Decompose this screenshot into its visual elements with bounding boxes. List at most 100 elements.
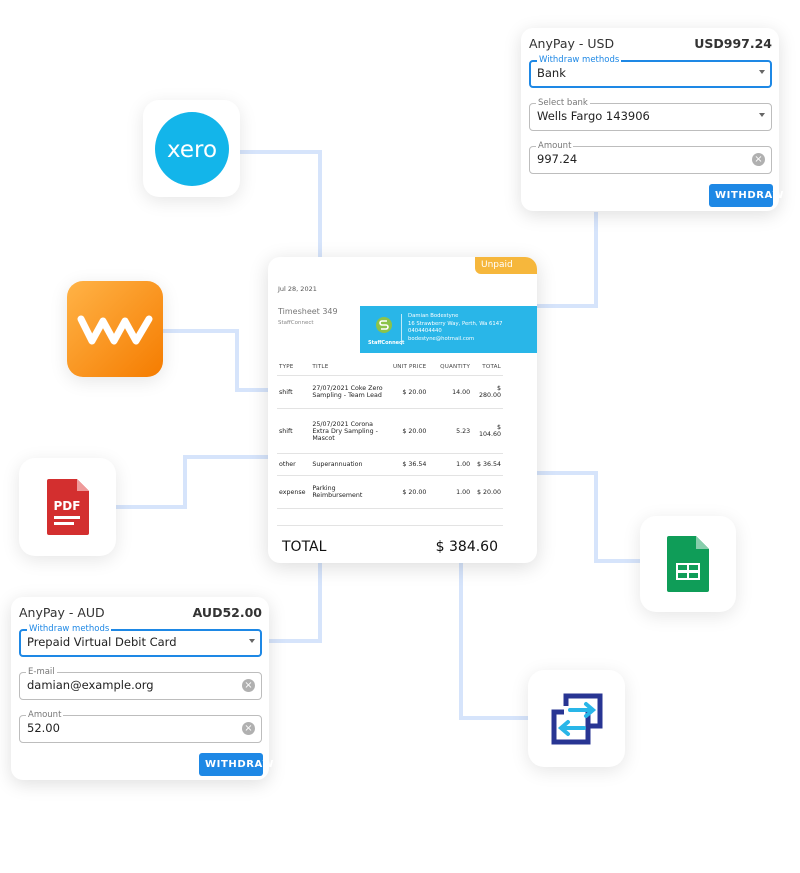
- aud-amount-label: Amount: [26, 709, 64, 721]
- sync-arrows-icon: [551, 693, 602, 744]
- address-line: 16 Strawberry Way, Perth, Wa 6147: [408, 320, 503, 327]
- cell-unit-price: $ 20.00: [388, 408, 429, 454]
- col-quantity: QUANTITY: [428, 358, 473, 376]
- timesheet-number: Timesheet 349: [278, 307, 338, 316]
- sheets-tile[interactable]: [640, 516, 736, 612]
- xero-logo-text: xero: [166, 137, 216, 163]
- chevron-down-icon: [249, 639, 255, 643]
- connector-wm: [163, 329, 270, 392]
- col-title: TITLE: [310, 358, 389, 376]
- connector-pdf: [116, 455, 270, 509]
- col-type: TYPE: [277, 358, 311, 376]
- cell-total: $ 36.54: [472, 453, 503, 476]
- cell-title: Superannuation: [310, 453, 389, 476]
- cell-title: Parking Reimbursement: [310, 475, 389, 509]
- status-badge: Unpaid: [475, 257, 537, 274]
- staffconnect-logo-icon: [376, 317, 392, 333]
- col-unit-price: UNIT PRICE: [388, 358, 429, 376]
- pdf-label: PDF: [53, 499, 80, 513]
- cell-unit-price: $ 20.00: [388, 375, 429, 409]
- aud-card-title: AnyPay - AUD: [19, 605, 105, 620]
- aud-email-field[interactable]: E-mail damian@example.org ×: [19, 666, 262, 700]
- invoice-card: Unpaid Jul 28, 2021 Timesheet 349 StaffC…: [268, 257, 537, 563]
- anypay-usd-card: AnyPay - USD USD997.24 Withdraw methods …: [521, 28, 783, 211]
- usd-withdraw-method-select[interactable]: Withdraw methods Bank: [529, 54, 772, 88]
- connector-aud: [263, 563, 322, 643]
- cell-title: 27/07/2021 Coke Zero Sampling - Team Lea…: [310, 375, 389, 409]
- aud-balance: AUD52.00: [192, 605, 262, 620]
- connector-sheets: [537, 471, 640, 563]
- usd-select-bank[interactable]: Select bank Wells Fargo 143906: [529, 97, 772, 131]
- cell-unit-price: $ 20.00: [388, 475, 429, 509]
- pdf-file-icon: PDF: [46, 479, 89, 535]
- cell-total: $ 20.00: [472, 475, 503, 509]
- cell-type: other: [277, 453, 311, 476]
- table-header-row: TYPE TITLE UNIT PRICE QUANTITY TOTAL: [277, 358, 503, 376]
- aud-withdraw-method-label: Withdraw methods: [27, 623, 112, 635]
- invoice-table: TYPE TITLE UNIT PRICE QUANTITY TOTAL shi…: [277, 358, 503, 509]
- cell-quantity: 5.23: [428, 408, 473, 454]
- usd-select-bank-value: Wells Fargo 143906: [537, 109, 650, 123]
- cell-type: shift: [277, 408, 311, 454]
- connector-usd: [537, 212, 598, 308]
- organisation-name: StaffConnect: [278, 320, 314, 326]
- usd-withdraw-button[interactable]: WITHDRAW: [709, 184, 783, 207]
- cell-total: $ 280.00: [472, 375, 503, 409]
- cell-quantity: 1.00: [428, 475, 473, 509]
- sync-tile[interactable]: [528, 670, 625, 767]
- chevron-down-icon: [759, 70, 765, 74]
- usd-amount-field[interactable]: Amount 997.24 ×: [529, 140, 772, 174]
- banner-divider: [401, 314, 402, 345]
- connector-sync: [459, 563, 528, 720]
- clear-icon[interactable]: ×: [242, 679, 255, 692]
- chevron-down-icon: [759, 113, 765, 117]
- aud-withdraw-method-value: Prepaid Virtual Debit Card: [27, 635, 177, 649]
- cell-quantity: 1.00: [428, 453, 473, 476]
- table-row: expense Parking Reimbursement $ 20.00 1.…: [277, 475, 503, 509]
- aud-amount-value: 52.00: [27, 721, 60, 735]
- total-divider: [277, 525, 503, 526]
- cell-type: shift: [277, 375, 311, 409]
- usd-amount-value: 997.24: [537, 152, 578, 166]
- cell-unit-price: $ 36.54: [388, 453, 429, 476]
- total-value: $ 384.60: [435, 539, 498, 555]
- cell-total: $ 104.60: [472, 408, 503, 454]
- aud-amount-field[interactable]: Amount 52.00 ×: [19, 709, 262, 743]
- invoice-date: Jul 28, 2021: [278, 285, 317, 293]
- aud-email-label: E-mail: [26, 666, 57, 678]
- staffconnect-logo: StaffConnect: [368, 316, 405, 346]
- cell-type: expense: [277, 475, 311, 509]
- google-sheets-icon: [667, 536, 709, 592]
- wm-tile[interactable]: [67, 281, 163, 377]
- address-line: Damian Bodestyne: [408, 313, 459, 319]
- usd-select-bank-label: Select bank: [536, 97, 590, 109]
- table-row: shift 25/07/2021 Corona Extra Dry Sampli…: [277, 408, 503, 454]
- pdf-tile[interactable]: PDF: [19, 458, 116, 556]
- address-line: bodestyne@hotmail.com: [408, 336, 475, 343]
- total-label: TOTAL: [282, 539, 327, 555]
- wm-logo-icon: [77, 315, 153, 345]
- client-address: Damian Bodestyne 16 Strawberry Way, Pert…: [408, 313, 503, 344]
- aud-withdraw-button[interactable]: WITHDRAW: [199, 753, 273, 776]
- usd-amount-label: Amount: [536, 140, 574, 152]
- address-line: 0404404440: [408, 328, 442, 335]
- usd-withdraw-method-label: Withdraw methods: [537, 54, 622, 66]
- cell-quantity: 14.00: [428, 375, 473, 409]
- col-total: TOTAL: [472, 358, 503, 376]
- aud-email-value: damian@example.org: [27, 678, 154, 692]
- clear-icon[interactable]: ×: [242, 722, 255, 735]
- usd-card-title: AnyPay - USD: [529, 36, 615, 51]
- usd-withdraw-method-value: Bank: [537, 66, 566, 80]
- aud-withdraw-method-select[interactable]: Withdraw methods Prepaid Virtual Debit C…: [19, 623, 262, 657]
- table-row: other Superannuation $ 36.54 1.00 $ 36.5…: [277, 453, 503, 476]
- logo-text: StaffConnect: [368, 340, 405, 346]
- usd-balance: USD997.24: [694, 36, 772, 51]
- cell-title: 25/07/2021 Corona Extra Dry Sampling - M…: [310, 408, 389, 454]
- connector-xero: [240, 150, 322, 258]
- invoice-header-banner: StaffConnect Damian Bodestyne 16 Strawbe…: [360, 306, 537, 353]
- xero-tile[interactable]: xero: [143, 100, 240, 197]
- anypay-aud-card: AnyPay - AUD AUD52.00 Withdraw methods P…: [11, 597, 273, 780]
- clear-icon[interactable]: ×: [752, 153, 765, 166]
- table-row: shift 27/07/2021 Coke Zero Sampling - Te…: [277, 375, 503, 409]
